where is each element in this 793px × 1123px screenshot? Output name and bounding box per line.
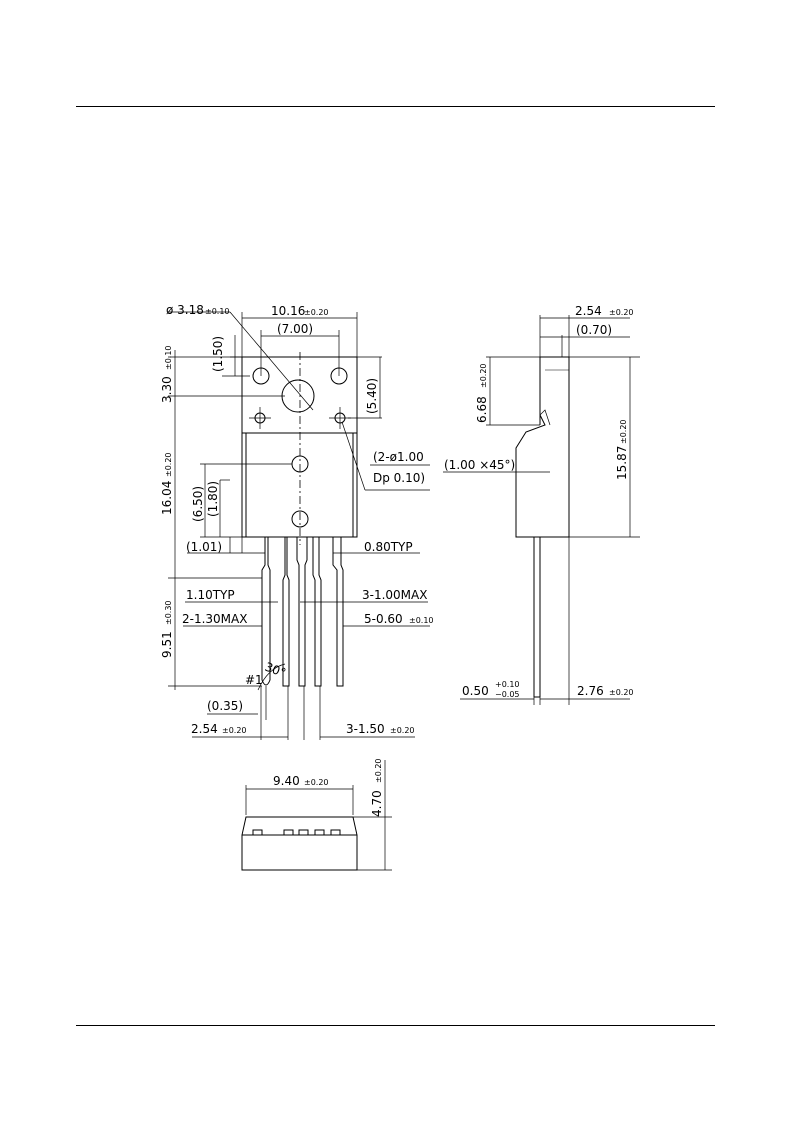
svg-text:±0.20: ±0.20 <box>609 688 634 697</box>
svg-text:+0.10: +0.10 <box>495 680 520 689</box>
lead-3 <box>296 537 308 687</box>
svg-text:±0.20: ±0.20 <box>390 726 415 735</box>
thickness-label: 2.54 <box>575 304 602 318</box>
front-view <box>168 311 430 740</box>
lead-1 <box>261 537 271 686</box>
lead-thk-label: 0.50 <box>462 684 489 698</box>
side-view <box>443 315 640 705</box>
tab-thickness-label: (0.70) <box>576 323 612 337</box>
side-body-outline <box>515 356 570 538</box>
top-rule <box>76 106 715 107</box>
svg-text:±0.20: ±0.20 <box>304 778 329 787</box>
svg-text:±0.20: ±0.20 <box>479 363 488 388</box>
side-lead <box>533 536 541 698</box>
lead-width-label: 5-0.60 <box>364 612 403 626</box>
svg-text:±0.20: ±0.20 <box>304 308 329 317</box>
svg-text:−0.05: −0.05 <box>495 690 520 699</box>
tab-height-label: 3.30 <box>160 376 174 403</box>
max-width-2-label: 2-1.30MAX <box>182 612 247 626</box>
lead-thickness-label: 0.80TYP <box>364 540 413 554</box>
svg-text:±0.20: ±0.20 <box>619 419 628 444</box>
lead-4 <box>312 537 322 687</box>
lead-length-label: 9.51 <box>160 631 174 658</box>
body-width-label: 10.16 <box>271 304 305 318</box>
leads <box>261 537 344 687</box>
lead-offset-label: 2.76 <box>577 684 604 698</box>
mount-hole-height-label: (5.40) <box>365 378 379 414</box>
lead-bend-label: 1.10TYP <box>186 588 235 602</box>
bottom-depth-label: 4.70 <box>370 790 384 817</box>
max-width-3-label: 3-1.00MAX <box>362 588 427 602</box>
mounting-hole <box>281 379 315 413</box>
front-body-outline <box>241 356 358 538</box>
svg-text:±0.30: ±0.30 <box>164 600 173 625</box>
pitch-label: 2.54 <box>191 722 218 736</box>
pin-holes-label: (2-ø1.00 <box>373 450 424 464</box>
svg-text:±0.20: ±0.20 <box>374 758 383 783</box>
step-height-label: 6.68 <box>475 396 489 423</box>
bottom-body-outline <box>241 816 358 871</box>
bottom-rule <box>76 1025 715 1026</box>
ejector-pin-lower <box>291 510 309 528</box>
svg-text:±0.20: ±0.20 <box>609 308 634 317</box>
svg-text:±0.20: ±0.20 <box>222 726 247 735</box>
chamfer-label: (1.00 ×45°) <box>444 458 515 472</box>
svg-text:±0.10: ±0.10 <box>409 616 434 625</box>
pitch-3-label: 3-1.50 <box>346 722 385 736</box>
pin1-mark-label: #1 <box>245 673 263 687</box>
tip-width-label: (0.35) <box>207 699 243 713</box>
upper-ej-height-label: (6.50) <box>191 486 205 522</box>
total-height-label: 15.87 <box>615 446 629 480</box>
bottom-view <box>241 760 392 871</box>
angle-label: 30° <box>263 660 288 680</box>
lower-ej-height-label: (1.80) <box>206 481 220 517</box>
side-offset-label: (1.01) <box>186 540 222 554</box>
body-length-label: 16.04 <box>160 481 174 515</box>
svg-text:±0.10: ±0.10 <box>205 307 230 316</box>
svg-text:±0.20: ±0.20 <box>164 452 173 477</box>
hole-offset-label: (1.50) <box>211 336 225 372</box>
lead-2 <box>282 537 290 687</box>
svg-text:±0.10: ±0.10 <box>164 345 173 370</box>
hole-spacing-label: (7.00) <box>277 322 313 336</box>
bottom-width-label: 9.40 <box>273 774 300 788</box>
pin-holes-depth-label: Dp 0.10) <box>373 471 425 485</box>
hole-diameter-label: ø 3.18 <box>166 303 204 317</box>
lead-5 <box>332 537 344 687</box>
